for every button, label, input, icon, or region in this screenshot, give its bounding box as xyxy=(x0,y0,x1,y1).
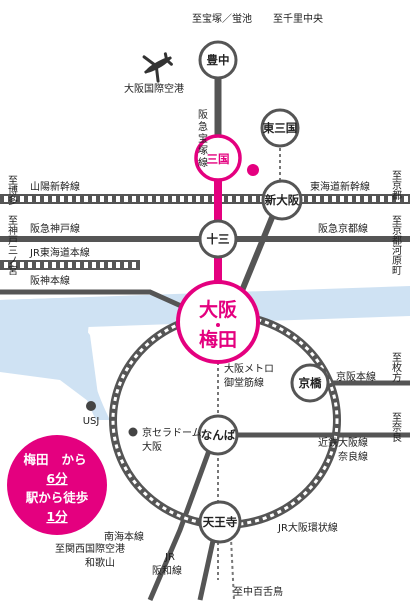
station-toyonaka[interactable]: 豊中 xyxy=(198,40,238,80)
label-nankai: 南海本線 xyxy=(104,530,144,543)
dir-kyoto-kawaramachi: 至京都河原町 xyxy=(390,215,402,275)
svg-text:三国: 三国 xyxy=(207,152,230,166)
access-time-badge: 梅田 から 6分 駅から徒歩 1分 xyxy=(7,435,107,535)
dir-takarazuka: 至宝塚／蛍池 xyxy=(192,12,252,25)
kyocera-marker[interactable] xyxy=(128,427,138,437)
label-hanshin: 阪神本線 xyxy=(30,274,70,287)
dir-hakata: 至博多 xyxy=(6,175,18,206)
label-tokaido-shinkansen: 東海道新幹線 xyxy=(310,180,370,193)
svg-text:至奈良: 至奈良 xyxy=(390,412,402,443)
station-tennoji[interactable]: 天王寺 xyxy=(198,500,242,544)
svg-text:阪: 阪 xyxy=(198,108,208,121)
svg-text:東三国: 東三国 xyxy=(263,121,298,135)
svg-text:塚: 塚 xyxy=(198,145,208,157)
dir-kobe-sannomiya: 至神戸三ノ宮 xyxy=(6,215,18,276)
station-shin-osaka[interactable]: 新大阪 xyxy=(261,179,303,221)
svg-text:至京都河原町: 至京都河原町 xyxy=(390,215,402,275)
svg-text:至枚方: 至枚方 xyxy=(390,352,402,383)
svg-text:6分: 6分 xyxy=(46,471,68,486)
station-osaka-umeda[interactable]: 大阪 梅田 xyxy=(176,280,260,364)
label-jr-hanwa-1: JR xyxy=(164,552,175,563)
airplane-icon xyxy=(142,52,173,83)
label-jr-loop: JR大阪環状線 xyxy=(277,521,338,534)
svg-text:至博多: 至博多 xyxy=(6,175,18,206)
svg-text:十三: 十三 xyxy=(207,232,230,246)
label-kyocera-1: 京セラドーム xyxy=(142,426,202,439)
station-mikuni[interactable]: 三国 xyxy=(194,134,242,182)
svg-text:新大阪: 新大阪 xyxy=(265,193,300,207)
dir-wakayama: 和歌山 xyxy=(85,556,115,569)
label-kintetsu-1: 近鉄大阪線 xyxy=(318,436,368,449)
station-namba[interactable]: なんば xyxy=(197,414,239,456)
station-kyobashi[interactable]: 京橋 xyxy=(290,363,330,403)
label-airport: 大阪国際空港 xyxy=(124,82,184,95)
svg-text:梅田: 梅田 xyxy=(199,328,237,351)
svg-text:1分: 1分 xyxy=(46,509,68,524)
label-usj: USJ xyxy=(83,416,100,427)
label-keihan: 京阪本線 xyxy=(336,370,376,383)
label-jr-tokaido: JR東海道本線 xyxy=(29,246,90,259)
label-jr-hanwa-2: 阪和線 xyxy=(152,564,182,577)
svg-text:至神戸三ノ宮: 至神戸三ノ宮 xyxy=(6,215,18,276)
dir-nara: 至奈良 xyxy=(390,412,402,443)
station-juso[interactable]: 十三 xyxy=(198,219,238,259)
dir-nakamozu: 至中百舌鳥 xyxy=(233,585,283,598)
label-hankyu-takarazuka: 阪 急 宝 塚 線 xyxy=(198,108,208,169)
svg-text:線: 線 xyxy=(198,156,208,169)
label-kintetsu-2: 奈良線 xyxy=(338,450,368,463)
svg-text:豊中: 豊中 xyxy=(207,53,230,67)
usj-marker[interactable] xyxy=(86,401,96,411)
svg-text:から: から xyxy=(61,452,86,467)
label-hankyu-kobe: 阪急神戸線 xyxy=(30,222,80,235)
svg-text:天王寺: 天王寺 xyxy=(203,515,238,529)
svg-text:至京都: 至京都 xyxy=(390,170,402,201)
svg-text:京橋: 京橋 xyxy=(299,376,322,390)
dir-hirakata: 至枚方 xyxy=(390,352,402,383)
svg-text:宝: 宝 xyxy=(198,132,208,145)
station-higashi-mikuni[interactable]: 東三国 xyxy=(260,108,300,148)
destination-marker[interactable] xyxy=(247,164,259,176)
dir-senri-chuo: 至千里中央 xyxy=(273,12,323,25)
svg-text:駅から徒歩: 駅から徒歩 xyxy=(25,490,89,505)
svg-text:なんば: なんば xyxy=(201,428,236,442)
dir-kix: 至関西国際空港 xyxy=(55,542,125,555)
label-midosuji-2: 御堂筋線 xyxy=(224,376,264,389)
svg-text:急: 急 xyxy=(198,120,208,133)
dir-kyoto: 至京都 xyxy=(390,170,402,201)
label-sanyo-shinkansen: 山陽新幹線 xyxy=(30,180,80,193)
svg-text:梅田: 梅田 xyxy=(23,452,48,467)
label-kyocera-2: 大阪 xyxy=(142,440,162,453)
svg-text:大阪: 大阪 xyxy=(199,298,238,321)
label-hankyu-kyoto: 阪急京都線 xyxy=(318,222,368,235)
label-midosuji-1: 大阪メトロ xyxy=(224,362,274,375)
